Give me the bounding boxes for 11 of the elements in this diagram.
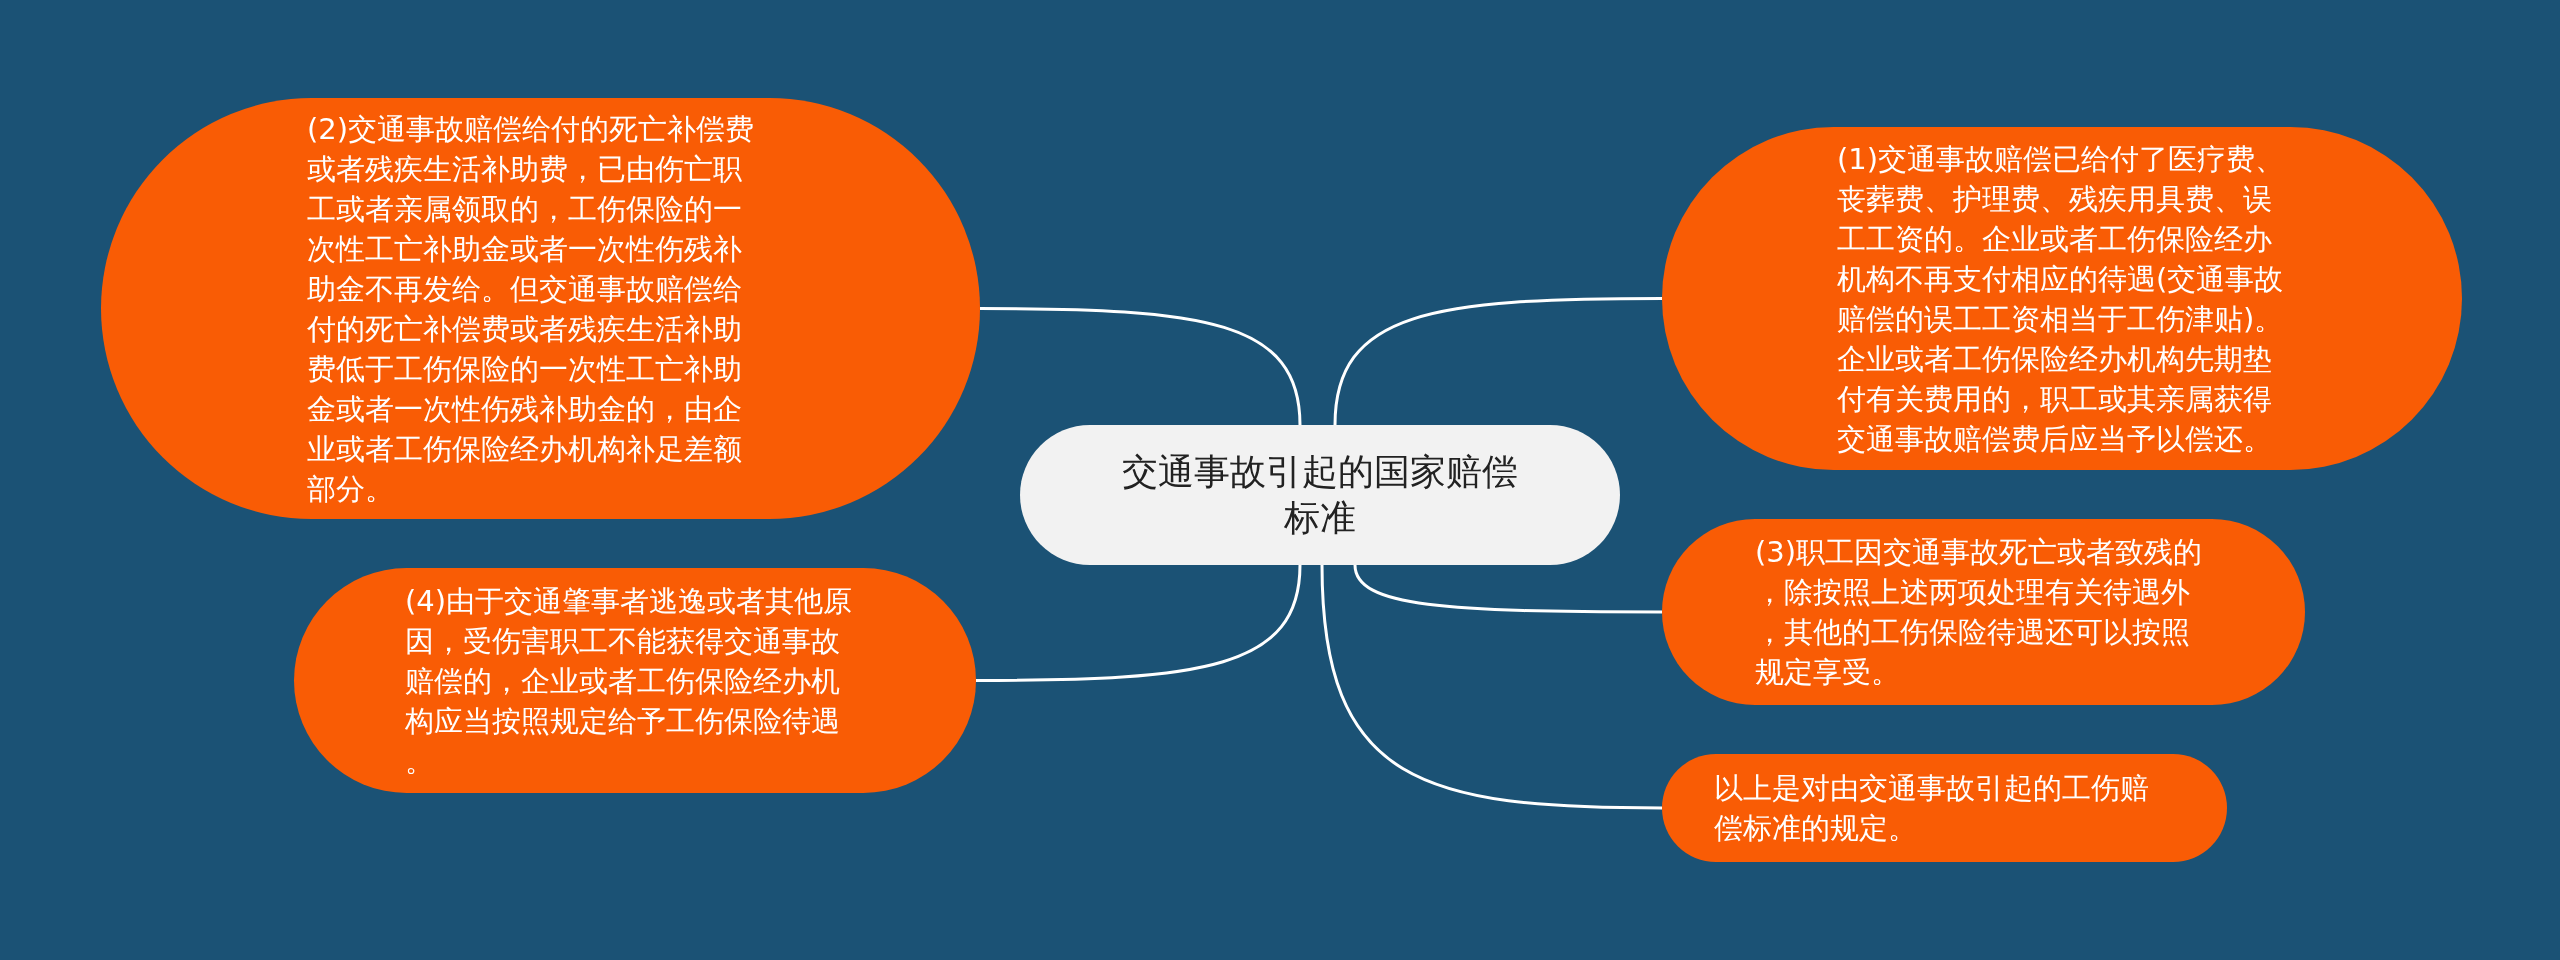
connector-line <box>1333 297 1662 426</box>
topic-text: (3)职工因交通事故死亡或者致残的，除按照上述两项处理有关待遇外，其他的工伤保险待遇还可以按照规定享受。 <box>1755 534 2204 691</box>
connector-line <box>976 564 1302 682</box>
topic-text: (2)交通事故赔偿给付的死亡补偿费或者残疾生活补助费，已由伤亡职工或者亲属领取的，工伤保险的一次性工亡补助金或者一次性伤残补助金不再发给。但交通事故赔偿给付的死亡补偿费或者残疾生活补助费低于工伤保险的一次性工亡补助金或者一次性伤残补助金的，由企业或者工伤保险经办机构补足差额部分。 <box>307 110 756 508</box>
topic-text: 交通事故引起的国家赔偿标准 <box>1121 450 1519 540</box>
connector-line <box>1320 564 1662 810</box>
topic-text: (4)由于交通肇事者逃逸或者其他原因，受伤害职工不能获得交通事故赔偿的，企业或者工伤保险经办机构应当按照规定给予工伤保险待遇。 <box>405 582 854 780</box>
topic-text: 以上是对由交通事故引起的工伤赔偿标准的规定。 <box>1714 770 2150 847</box>
topic-text: (1)交通事故赔偿已给付了医疗费、丧葬费、护理费、残疾用具费、误工工资的。企业或者工伤保险经办机构不再支付相应的待遇(交通事故赔偿的误工工资相当于工伤津贴)。企业或者工伤保险经办机构先期垫付有关费用的，职工或其亲属获得交通事故赔偿费后应当予以偿还。 <box>1837 140 2286 458</box>
connector-line <box>980 307 1302 426</box>
connector-line <box>1353 564 1662 614</box>
